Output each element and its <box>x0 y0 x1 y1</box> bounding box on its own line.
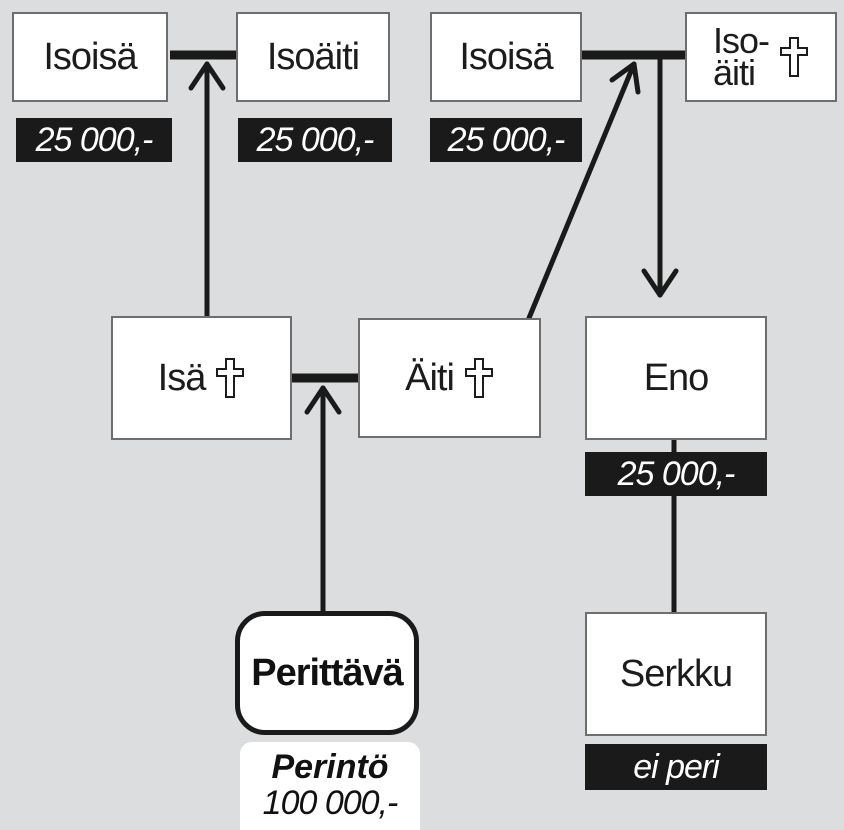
mother-label: Äiti <box>405 356 455 399</box>
amount-label-paternal-grandmother: 25 000,- <box>238 118 392 162</box>
amount-text: 25 000,- <box>256 121 375 159</box>
mother-box: Äiti <box>358 318 541 438</box>
uncle-box: Eno <box>585 316 767 440</box>
amount-text: 25 000,- <box>447 121 566 159</box>
inheritance-value: 100 000,- <box>262 784 399 822</box>
cousin-note-label: ei peri <box>585 744 767 790</box>
maternal-grandfather-box: Isoisä <box>430 12 582 102</box>
paternal-grandfather-label: Isoisä <box>43 35 137 78</box>
amount-label-uncle: 25 000,- <box>585 452 767 496</box>
inheritance-title: Perintö <box>271 748 389 786</box>
latin-cross-icon <box>216 358 245 398</box>
paternal-grandfather-box: Isoisä <box>12 12 168 102</box>
deceased-person-label: Perittävä <box>251 651 404 694</box>
amount-text: 25 000,- <box>35 121 154 159</box>
amount-label-paternal-grandfather: 25 000,- <box>16 118 172 162</box>
cousin-note-text: ei peri <box>633 748 720 786</box>
maternal-grandmother-label: Iso- äiti <box>712 19 770 93</box>
maternal-grandmother-label-line2: äiti <box>712 52 756 93</box>
deceased-person-box: Perittävä <box>235 611 419 735</box>
maternal-grandmother-label-line1: Iso- <box>712 19 770 61</box>
uncle-label: Eno <box>643 356 710 399</box>
arrow-mother-to-grandparents <box>526 61 637 321</box>
amount-text: 25 000,- <box>617 455 736 493</box>
amount-label-maternal-grandfather: 25 000,- <box>430 118 582 162</box>
cousin-label: Serkku <box>619 652 733 695</box>
maternal-grandfather-label: Isoisä <box>459 35 553 78</box>
father-box: Isä <box>111 316 292 440</box>
cousin-box: Serkku <box>585 612 767 736</box>
father-label: Isä <box>157 356 207 399</box>
maternal-grandmother-box: Iso- äiti <box>685 12 837 102</box>
paternal-grandmother-box: Isoäiti <box>236 12 390 102</box>
inheritance-panel: Perintö 100 000,- <box>240 742 420 830</box>
latin-cross-icon <box>464 358 493 398</box>
latin-cross-icon <box>780 37 808 77</box>
paternal-grandmother-label: Isoäiti <box>266 35 360 78</box>
